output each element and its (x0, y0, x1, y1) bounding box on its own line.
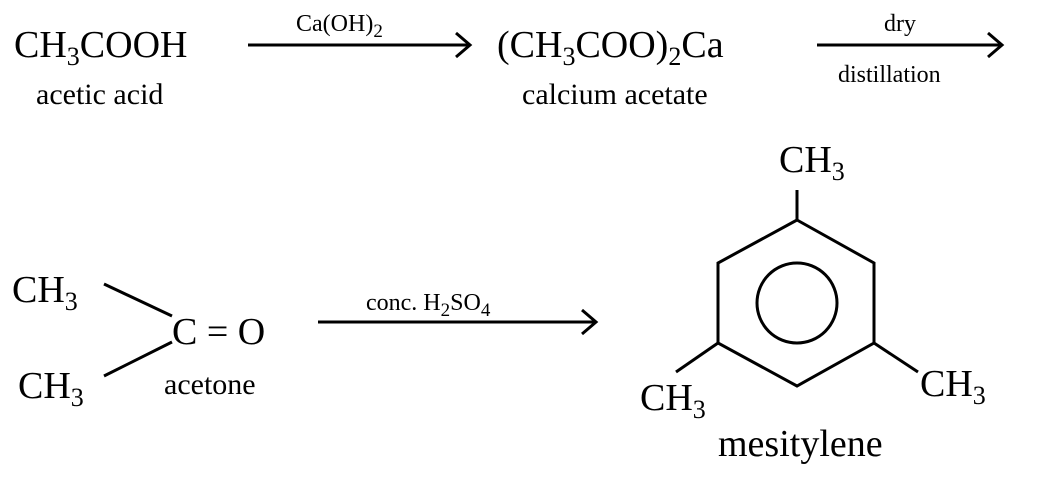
reaction-arrow-3 (318, 308, 599, 336)
reaction-arrow-1 (248, 31, 473, 59)
calcium-acetate-formula: (CH3COO)2Ca (497, 24, 724, 71)
acetone-methyl-top: CH3 (12, 269, 78, 316)
reagent-sulfuric-acid: conc. H2SO4 (366, 290, 491, 321)
acetone-label: acetone (164, 368, 256, 401)
mesitylene-label: mesitylene (718, 423, 883, 465)
acetone-carbonyl: C = O (172, 311, 265, 353)
aromatic-circle (755, 261, 839, 345)
acetone-bond-bottom (103, 340, 173, 378)
acetone-bond-top (103, 282, 173, 318)
mesitylene-methyl-top: CH3 (779, 139, 845, 186)
acetone-methyl-bottom: CH3 (18, 365, 84, 412)
calcium-acetate-label: calcium acetate (522, 78, 708, 111)
reaction-arrow-2 (817, 31, 1005, 59)
mesitylene-methyl-left: CH3 (640, 377, 706, 424)
reagent-distillation: distillation (838, 62, 941, 88)
acetic-acid-label: acetic acid (36, 78, 163, 111)
reagent-calcium-hydroxide: Ca(OH)2 (296, 11, 383, 42)
reagent-dry: dry (884, 11, 916, 37)
acetic-acid-formula: CH3COOH (14, 24, 187, 71)
benzene-ring (675, 190, 919, 388)
mesitylene-methyl-right: CH3 (920, 363, 986, 410)
